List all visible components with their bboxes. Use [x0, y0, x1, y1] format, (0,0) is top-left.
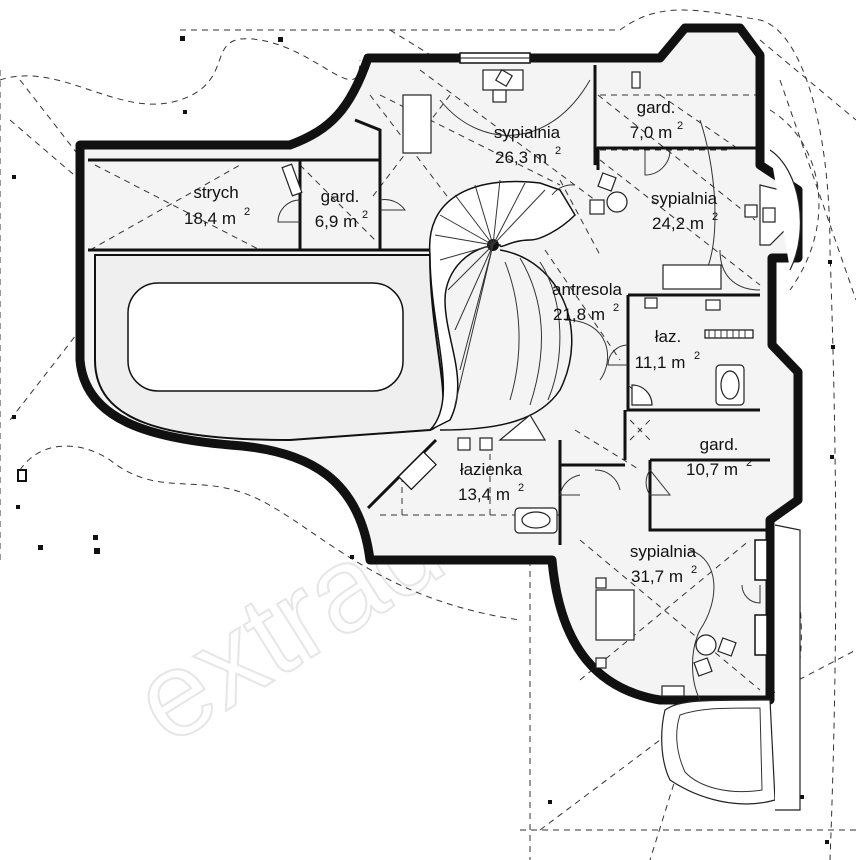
survey-points — [12, 36, 835, 844]
unit-exponent: 2 — [746, 457, 752, 469]
unit-exponent: 2 — [362, 209, 368, 221]
room-area: 6,9 m — [315, 212, 358, 231]
unit-exponent: 2 — [518, 482, 524, 494]
room-name: gard. — [700, 435, 739, 454]
room-area: 11,1 m — [635, 353, 686, 372]
room-gard-2: gard. 7,0 m 2 — [630, 98, 683, 142]
unit-exponent: 2 — [244, 206, 250, 218]
room-area: 31,7 m — [631, 567, 683, 586]
spiral-staircase — [428, 179, 576, 431]
room-name: łazienka — [460, 460, 523, 479]
room-area: 24,2 m — [652, 214, 704, 233]
room-gard-3: gard. 10,7 m 2 — [686, 435, 752, 479]
room-name: strych — [193, 183, 238, 202]
room-area: 13,4 m — [458, 485, 510, 504]
unit-exponent: 2 — [694, 350, 700, 362]
unit-exponent: 2 — [555, 145, 561, 157]
room-sypialnia-1: sypialnia 26,3 m 2 — [494, 123, 561, 167]
windows — [459, 52, 768, 656]
room-sypialnia-3: sypialnia 31,7 m 2 — [630, 542, 697, 586]
room-labels: strych 18,4 m 2 gard. 6,9 m 2 sypialnia … — [184, 98, 752, 586]
room-name: gard. — [321, 187, 360, 206]
unit-exponent: 2 — [712, 211, 718, 223]
void-area — [94, 254, 445, 442]
unit-exponent: 2 — [613, 302, 619, 314]
room-area: 26,3 m — [495, 148, 547, 167]
interior-walls — [88, 65, 770, 545]
room-area: 10,7 m — [686, 460, 738, 479]
room-area: 18,4 m — [184, 209, 236, 228]
room-name: sypialnia — [651, 189, 718, 208]
door-swings — [277, 79, 761, 701]
room-name: sypialnia — [630, 542, 697, 561]
room-lazienka: łazienka 13,4 m 2 — [458, 460, 524, 504]
unit-exponent: 2 — [677, 120, 683, 132]
furniture — [281, 68, 801, 811]
room-name: łaz. — [655, 327, 681, 346]
room-strych: strych 18,4 m 2 — [184, 183, 250, 228]
room-sypialnia-2: sypialnia 24,2 m 2 — [651, 189, 718, 233]
room-laz-1: łaz. 11,1 m 2 — [635, 327, 700, 372]
room-name: gard. — [637, 98, 676, 117]
unit-exponent: 2 — [691, 564, 697, 576]
room-gard-1: gard. 6,9 m 2 — [315, 187, 368, 231]
exterior-wall — [75, 23, 803, 705]
room-area: 7,0 m — [630, 123, 673, 142]
room-antresola: antresola 21,8 m 2 — [552, 280, 622, 324]
room-name: antresola — [552, 280, 622, 299]
room-area: 21,8 m — [553, 305, 605, 324]
room-name: sypialnia — [494, 123, 561, 142]
